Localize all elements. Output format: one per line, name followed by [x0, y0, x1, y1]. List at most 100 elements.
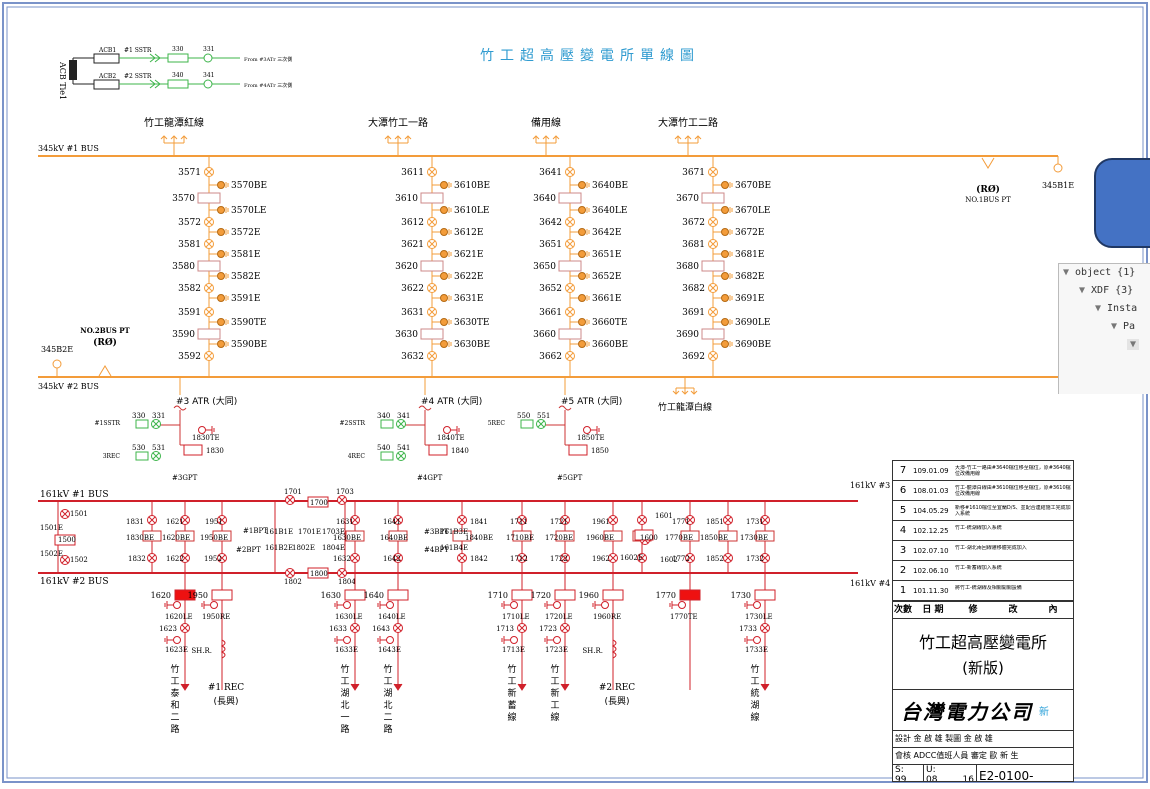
- bay-label: 1840BE: [465, 534, 493, 542]
- switch-cross: [394, 516, 402, 524]
- bay-label: 1804E: [322, 544, 345, 552]
- earth-bars: [448, 319, 452, 325]
- bay-label: 1631: [336, 518, 354, 526]
- switch-cross: [148, 516, 156, 524]
- feeder-name-char: 工: [507, 677, 516, 687]
- acb2-label: ACB2: [98, 73, 116, 80]
- bus-161kv-2-label: 161kV #2 BUS: [40, 577, 108, 587]
- bay-label: 1622: [166, 555, 184, 563]
- bay-label: #2BPT: [236, 546, 261, 554]
- overlay-blue-button[interactable]: [1094, 158, 1150, 248]
- bay-label: 1732: [746, 555, 764, 563]
- switch-cross: [566, 218, 574, 226]
- bay-161-11: [680, 501, 700, 573]
- device-number: 3652: [539, 284, 562, 294]
- earth-switch: [721, 181, 729, 189]
- circuit-breaker: [554, 589, 576, 601]
- device-number: 3611: [401, 168, 424, 178]
- device-number: 3581: [178, 240, 201, 250]
- json-tree-row-object[interactable]: ▼object {1}: [1063, 267, 1136, 278]
- tertiary-330: 330: [132, 412, 145, 420]
- device-number: 3660: [533, 330, 556, 340]
- switch-cross: [761, 554, 769, 562]
- json-tree-row-xdf[interactable]: ▼XDF {3}: [1079, 285, 1134, 296]
- feeder-name-char: 工: [750, 677, 759, 687]
- line-head-arrow: [404, 135, 412, 143]
- coupler-1600: 1600: [640, 534, 658, 542]
- earth-label: 3661E: [592, 294, 621, 304]
- coupler-1502: 1502: [70, 556, 88, 564]
- json-tree-row-insta[interactable]: ▼Insta: [1095, 303, 1138, 314]
- bay-label: 1962: [592, 555, 610, 563]
- circuit-breaker: [701, 328, 725, 340]
- feeder-switch: 1633: [329, 625, 347, 633]
- switch-cross: [218, 516, 226, 524]
- json-tree-row-pa[interactable]: ▼Pa: [1111, 321, 1136, 332]
- feeder-earth-label: 1640LE: [378, 613, 406, 621]
- json-tree-row-child[interactable]: ▼: [1059, 336, 1150, 354]
- device-number: 3650: [533, 262, 556, 272]
- feeder-name-char: 二: [170, 713, 179, 723]
- tertiary-rec: 3REC: [103, 453, 121, 460]
- earth-bars: [501, 636, 505, 644]
- earth-bars: [448, 207, 452, 213]
- switch-cross: [761, 516, 769, 524]
- rev-date: 109.01.09: [913, 466, 949, 475]
- earth-bars: [164, 636, 168, 644]
- earth-bars: [744, 636, 748, 644]
- earth-bars: [448, 251, 452, 257]
- json-tree-panel[interactable]: ▼object {1} ▼XDF {3} ▼Insta ▼Pa ▼: [1058, 263, 1150, 394]
- switch-cross: [351, 516, 359, 524]
- switch-cross: [518, 624, 526, 632]
- rev-col-content: 內: [1048, 605, 1058, 615]
- tertiary-331: 341: [397, 412, 410, 420]
- feeder-earth-label: 1720LE: [545, 613, 573, 621]
- tertiary-331: 331: [152, 412, 165, 420]
- feeder-earth-label: 1723E: [545, 646, 568, 654]
- circuit-breaker: [380, 451, 394, 461]
- circuit-breaker: [388, 530, 408, 542]
- line-head-label: 大潭竹工二路: [658, 116, 718, 129]
- feeder-name-char: 工: [550, 701, 559, 711]
- bay-345-3: 3641364036423651365036523661366036623640…: [533, 156, 628, 377]
- earth-bars: [334, 636, 338, 644]
- circuit-breaker: [512, 530, 532, 542]
- circuit-breaker: [420, 328, 444, 340]
- bay-label: 1621: [166, 518, 184, 526]
- feeder-breaker: 1710: [488, 591, 508, 600]
- circuit-breaker: [680, 530, 700, 542]
- bus-345kv-1-label: 345kV #1 BUS: [38, 144, 99, 153]
- u-value-2: 16: [962, 775, 974, 782]
- bay-161-13: [755, 501, 775, 573]
- feeder-name-char: 線: [550, 711, 559, 723]
- earth-bars: [592, 601, 596, 609]
- pt2-label: NO.2BUS PT: [80, 326, 130, 335]
- atr-coil: [173, 405, 187, 411]
- switch-cross: [205, 218, 213, 226]
- earth-bars: [225, 229, 229, 235]
- bay-161-5: [388, 501, 408, 573]
- earth-switch: [440, 340, 448, 348]
- bay-label: 161B1E: [265, 528, 293, 536]
- circuit-breaker: [307, 567, 329, 579]
- earth-switch: [217, 272, 225, 280]
- device-number: 3592: [178, 352, 201, 362]
- legend-341: 341: [203, 72, 214, 79]
- line-head-label: 備用線: [531, 116, 561, 129]
- circuit-breaker: [558, 260, 582, 272]
- earth-switch: [578, 318, 586, 326]
- bay-label: 1721: [550, 518, 568, 526]
- rev-col-no: 次數: [893, 605, 912, 615]
- atr-gpt: #4GPT: [417, 474, 443, 482]
- switch-cross: [338, 496, 346, 504]
- earth-switch: [753, 636, 761, 644]
- tertiary-530: 540: [377, 444, 390, 452]
- bay-345-4: 3671367036723681368036823691369036923670…: [676, 156, 771, 377]
- bay-label: 1722: [550, 555, 568, 563]
- earth-switch: [440, 272, 448, 280]
- bay-label: 161B2E: [265, 544, 293, 552]
